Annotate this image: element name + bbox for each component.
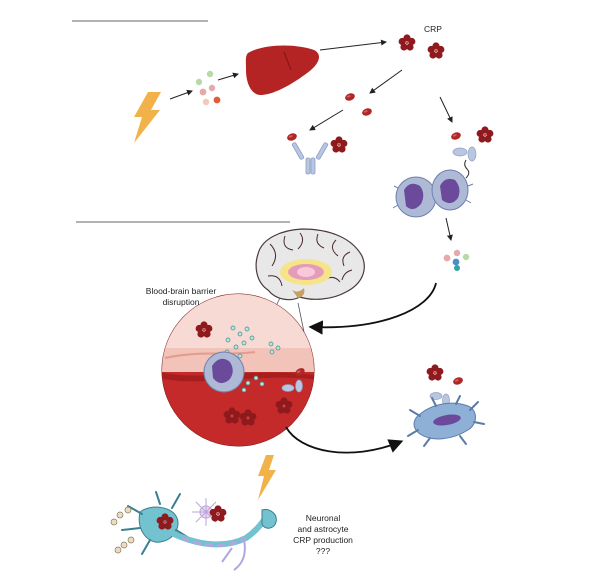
bbb-label-line1: Blood-brain barrier xyxy=(145,286,217,296)
neur-line4: ??? xyxy=(315,546,331,556)
dendrite-cluster xyxy=(110,506,135,554)
bbb-label: Blood-brain barrier disruption xyxy=(132,286,230,308)
neur-line1: Neuronal xyxy=(305,513,341,523)
neur-line2: and astrocyte xyxy=(297,524,349,534)
crp-pentamer xyxy=(209,505,227,522)
arrow-vessel-astrocyte xyxy=(285,426,404,454)
mcrp-monomer xyxy=(361,107,373,117)
bbb-label-line2: disruption xyxy=(162,297,200,307)
neuron-icon xyxy=(121,491,277,571)
crp-label: CRP xyxy=(424,24,442,34)
arrow-crp-monomers xyxy=(369,69,403,94)
neuronal-crp-label: Neuronal and astrocyte CRP production ??… xyxy=(286,513,360,557)
lightning-icon xyxy=(258,455,276,500)
zoom-line xyxy=(297,302,305,333)
liver-icon xyxy=(245,45,320,96)
immune-cell-icon xyxy=(392,169,474,218)
cytokine-release xyxy=(443,249,470,271)
arrow-immune-cytokines xyxy=(445,217,453,241)
arrow-cytokines-vessel xyxy=(308,282,437,335)
astrocyte-icon xyxy=(407,395,485,447)
immune-cell-icon xyxy=(203,351,245,393)
arrow-liver-crp xyxy=(319,39,387,51)
cytokine-cluster xyxy=(195,70,221,106)
mcrp-monomer xyxy=(286,132,298,142)
crp-pentamer xyxy=(427,42,445,59)
arrow-crp-immune xyxy=(439,96,453,123)
neur-line3: CRP production xyxy=(293,535,353,545)
crp-pentamer xyxy=(476,126,494,143)
mcrp-monomer xyxy=(452,376,464,386)
crp-pentamer xyxy=(330,136,348,153)
antibody-icon xyxy=(291,142,329,175)
receptor-icon xyxy=(452,146,477,179)
mcrp-monomer xyxy=(450,131,462,141)
lightning-icon xyxy=(134,92,161,143)
arrow-bolt-cytokines xyxy=(169,89,193,100)
crp-pentamer xyxy=(426,364,444,381)
brain-icon xyxy=(255,228,365,301)
arrow-cytokines-liver xyxy=(217,72,239,81)
bbb-particles xyxy=(224,325,281,393)
mcrp-monomer xyxy=(344,92,356,102)
crp-pentamer xyxy=(398,34,416,51)
arrow-monomers-antibody xyxy=(309,109,344,131)
receptor-icon xyxy=(281,379,303,393)
